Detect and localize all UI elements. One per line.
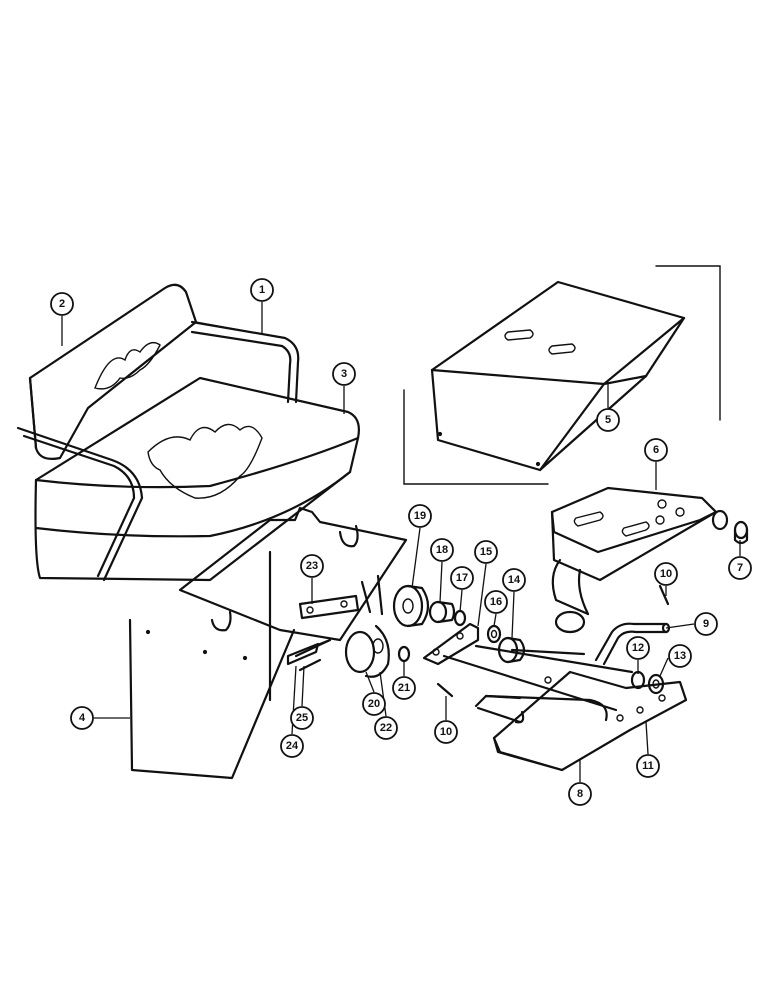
link-23: [298, 594, 360, 620]
callout-23: 23: [300, 554, 324, 578]
callout-13: 13: [668, 644, 692, 668]
callout-label: 24: [286, 740, 299, 752]
callout-label: 13: [674, 650, 686, 662]
callout-label: 10: [660, 568, 672, 580]
bushing-13: [647, 673, 665, 695]
callout-label: 14: [508, 574, 521, 586]
slide-base: [474, 670, 688, 772]
callout-label: 16: [490, 596, 502, 608]
callout-10-upper: 10: [654, 562, 678, 586]
callout-label: 4: [79, 712, 86, 724]
seat-pedestal: [128, 550, 296, 780]
bushing-7: [733, 520, 749, 545]
callout-10-lower: 10: [434, 720, 458, 744]
seat-bracket: [178, 506, 408, 642]
callout-label: 25: [296, 712, 308, 724]
callout-12: 12: [626, 636, 650, 660]
callout-21: 21: [392, 676, 416, 700]
bushing-16: [486, 624, 502, 644]
callout-label: 9: [703, 618, 709, 630]
seat-armrest-frame: [16, 320, 300, 582]
frame-corner-lines: [403, 265, 721, 485]
seat-cushion: [34, 376, 360, 582]
washer-21: [397, 645, 411, 663]
callout-11: 11: [636, 754, 660, 778]
callout-label: 11: [642, 760, 654, 772]
spring-24: [286, 642, 320, 666]
slide-rod-9: [594, 622, 671, 666]
callout-label: 2: [59, 298, 65, 310]
callout-1: 1: [250, 278, 274, 302]
bolts: [294, 574, 384, 672]
callout-14: 14: [502, 568, 526, 592]
callout-label: 20: [368, 698, 380, 710]
mounting-plate: [550, 486, 729, 634]
callout-20: 20: [362, 692, 386, 716]
washer-17: [453, 609, 467, 627]
callout-label: 12: [632, 642, 644, 654]
callout-label: 8: [577, 788, 583, 800]
roller-19: [392, 584, 430, 628]
seat-backrest: [28, 283, 198, 460]
callout-label: 10: [440, 726, 452, 738]
callout-label: 15: [480, 546, 492, 558]
callout-3: 3: [332, 362, 356, 386]
callout-15: 15: [474, 540, 498, 564]
callout-4: 4: [70, 706, 94, 730]
callout-6: 6: [644, 438, 668, 462]
leader-lines: [61, 302, 741, 782]
callout-label: 18: [436, 544, 448, 556]
callout-label: 3: [341, 368, 347, 380]
callout-18: 18: [430, 538, 454, 562]
callout-label: 19: [414, 510, 426, 522]
callout-7: 7: [728, 556, 752, 580]
callout-24: 24: [280, 734, 304, 758]
spacer-18: [428, 600, 456, 624]
roller-20: [344, 624, 390, 678]
callout-9: 9: [694, 612, 718, 636]
pin-10: [436, 584, 670, 698]
callout-5: 5: [596, 408, 620, 432]
callout-8: 8: [568, 782, 592, 806]
callout-19: 19: [408, 504, 432, 528]
callout-17: 17: [450, 566, 474, 590]
callout-2: 2: [50, 292, 74, 316]
callout-label: 5: [605, 414, 611, 426]
callout-label: 7: [737, 562, 743, 574]
callout-label: 17: [456, 572, 468, 584]
callout-label: 6: [653, 444, 659, 456]
callout-25: 25: [290, 706, 314, 730]
callout-label: 23: [306, 560, 318, 572]
callout-label: 22: [380, 722, 392, 734]
callout-22: 22: [374, 716, 398, 740]
callout-label: 21: [398, 682, 410, 694]
callout-16: 16: [484, 590, 508, 614]
seat-cover: [430, 280, 686, 472]
bracket-15: [422, 622, 480, 666]
roller-14: [497, 636, 526, 664]
callout-label: 1: [259, 284, 265, 296]
